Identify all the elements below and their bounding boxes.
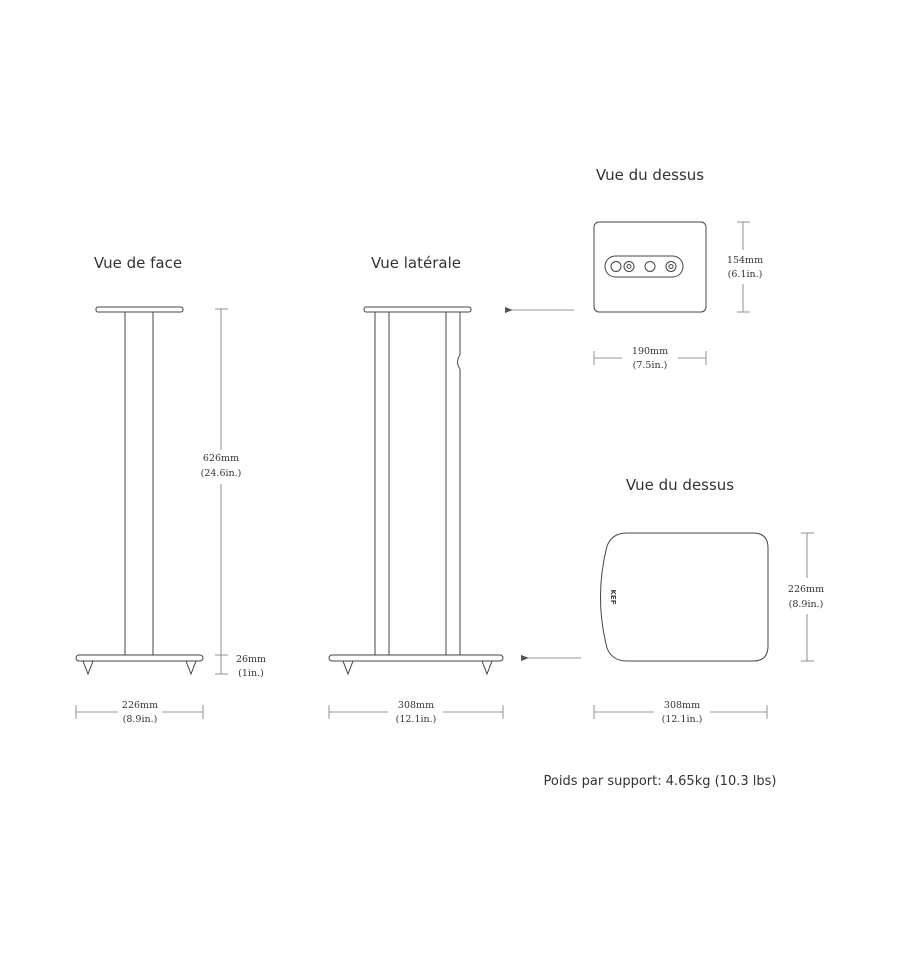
base-depth-in: (8.9in.) — [789, 599, 824, 610]
speaker-depth-in: (6.1in.) — [728, 269, 763, 280]
weight-note: Poids par support: 4.65kg (10.3 lbs) — [544, 774, 777, 789]
speaker-depth-dimension — [737, 221, 750, 313]
front-view-title: Vue de face — [94, 254, 182, 272]
front-height-in: (24.6in.) — [201, 468, 242, 479]
top-base-outline — [600, 532, 769, 662]
front-height-dimension — [215, 308, 228, 656]
side-view-title: Vue latérale — [371, 254, 461, 272]
base-width-in: (12.1in.) — [662, 714, 703, 725]
base-depth-dimension — [801, 532, 814, 662]
side-view-stand — [328, 306, 504, 676]
front-height-mm: 626mm — [203, 453, 239, 464]
top-speaker-outline — [593, 221, 707, 313]
speaker-width-in: (7.5in.) — [633, 360, 668, 371]
kef-logo: KEF — [609, 590, 617, 605]
speaker-width-dimension — [593, 351, 707, 365]
front-width-in: (8.9in.) — [123, 714, 158, 725]
side-width-mm: 308mm — [398, 700, 434, 711]
top-base-view-title: Vue du dessus — [626, 476, 734, 494]
side-width-dimension — [328, 705, 504, 719]
front-width-mm: 226mm — [122, 700, 158, 711]
front-view-stand — [75, 306, 204, 676]
front-width-dimension — [75, 705, 204, 719]
base-depth-mm: 226mm — [788, 584, 824, 595]
front-foot-dimension — [215, 655, 228, 675]
speaker-width-mm: 190mm — [632, 346, 668, 357]
speaker-depth-mm: 154mm — [727, 255, 763, 266]
base-width-dimension — [593, 705, 768, 719]
top-speaker-view-title: Vue du dessus — [596, 166, 704, 184]
front-foot-in: (1in.) — [238, 668, 264, 679]
base-width-mm: 308mm — [664, 700, 700, 711]
side-width-in: (12.1in.) — [396, 714, 437, 725]
front-foot-mm: 26mm — [236, 654, 266, 665]
